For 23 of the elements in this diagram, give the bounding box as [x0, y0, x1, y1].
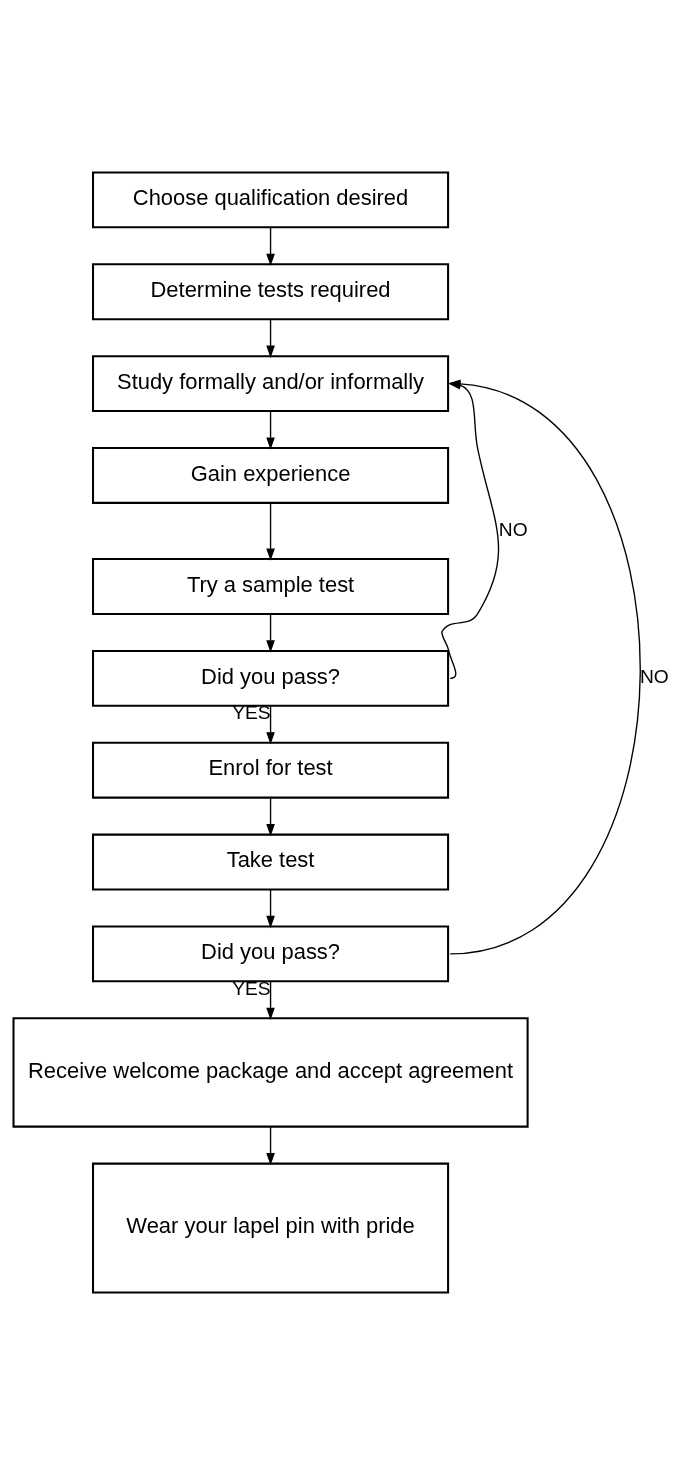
node-box: Enrol for test — [92, 741, 450, 799]
node-box: Study formally and/or informally — [92, 354, 450, 412]
edge-label: NO — [640, 665, 669, 687]
arrow — [266, 501, 275, 561]
node-box: Gain experience — [92, 446, 450, 504]
arrow — [266, 980, 275, 1020]
node-box: Choose qualification desired — [92, 170, 450, 228]
edge-label: NO — [498, 518, 528, 540]
arrow — [266, 612, 275, 653]
node-box: Receive welcome package and accept agreement — [12, 1016, 529, 1128]
arrow — [266, 318, 275, 358]
node-box: Wear your lapel pin with pride — [92, 1162, 450, 1294]
arrow — [266, 796, 275, 836]
node-box: Did you pass? — [92, 924, 450, 982]
node-box: Did you pass? — [92, 649, 450, 707]
arrow — [266, 410, 275, 450]
node-box: Determine tests required — [92, 262, 450, 320]
node-box: Take test — [92, 833, 450, 890]
arrow — [266, 226, 275, 266]
arrow — [266, 704, 275, 745]
arrow — [266, 888, 275, 928]
arrow — [266, 1125, 275, 1165]
node-box: Try a sample test — [92, 557, 450, 615]
